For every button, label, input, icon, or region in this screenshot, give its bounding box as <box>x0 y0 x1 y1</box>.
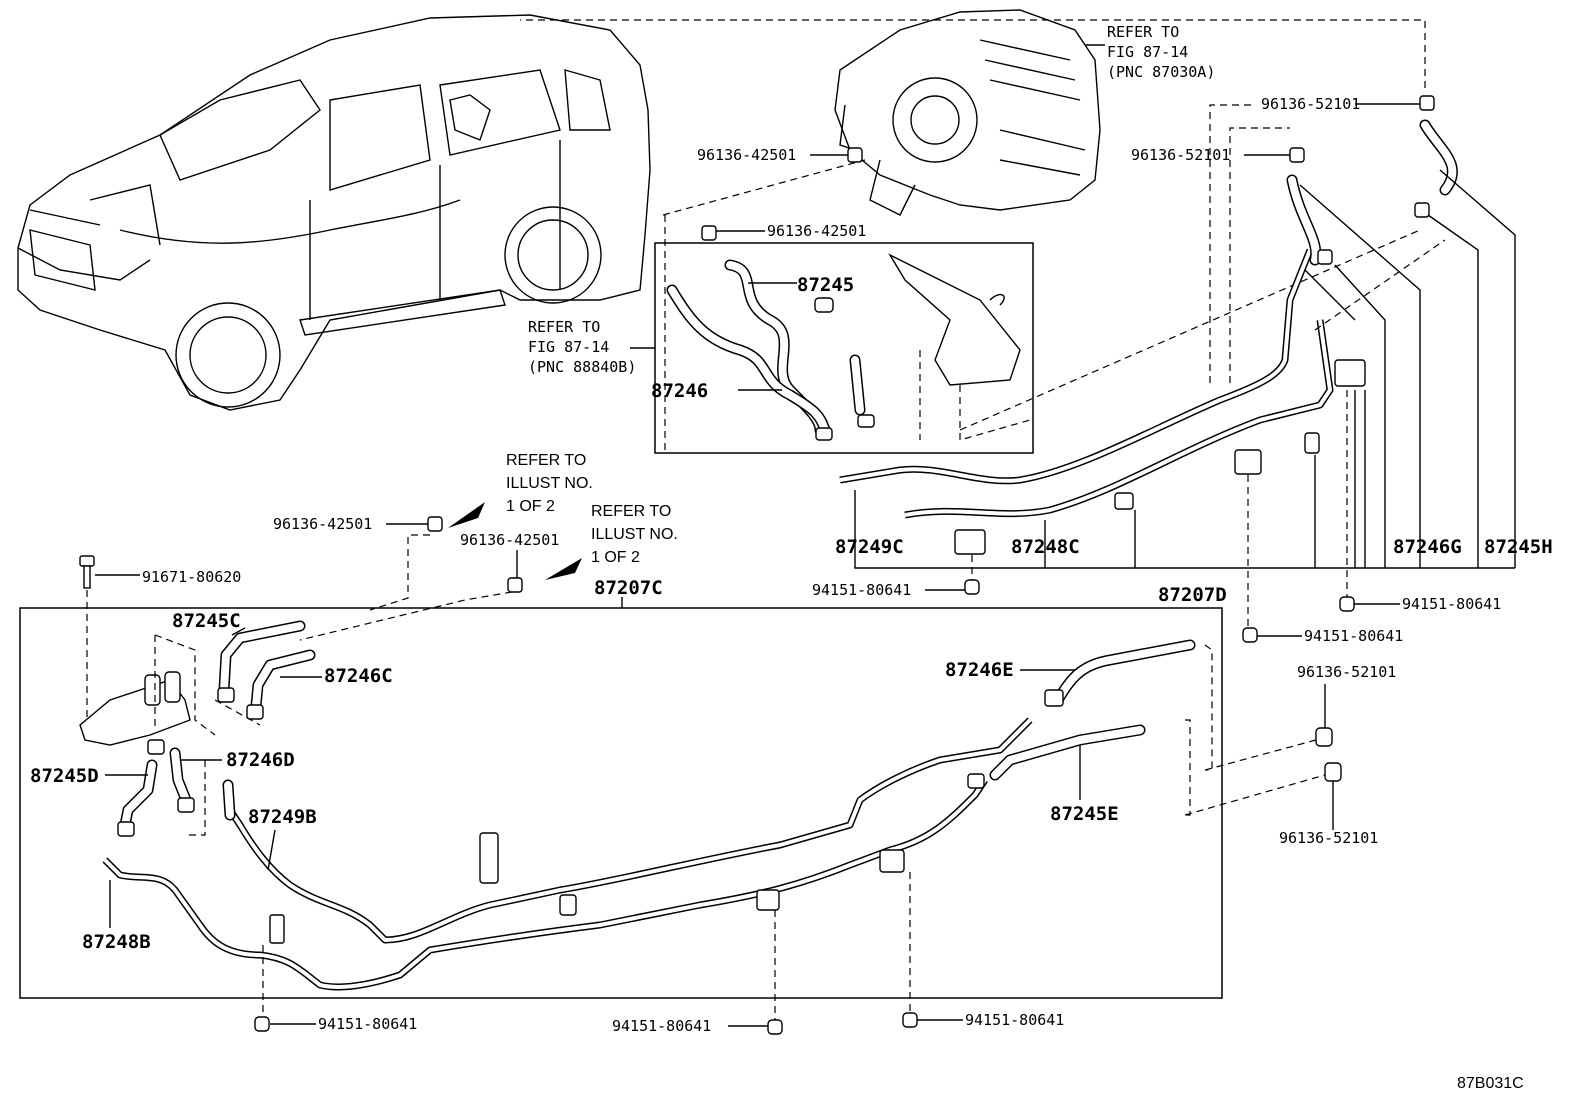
hose-label: 87245 <box>797 274 854 296</box>
hose-label: 87245C <box>172 610 241 632</box>
ref-illust-2: REFER TO ILLUST NO. 1 OF 2 <box>545 503 678 580</box>
ref-line: 1 OF 2 <box>506 498 555 515</box>
hose-label: 87249B <box>248 806 317 828</box>
hose-label: 87246G <box>1393 536 1462 558</box>
clip-label: 96136-42501 <box>767 222 866 240</box>
pipe-87207C-box <box>19 607 1223 999</box>
hose-label: 87249C <box>835 536 904 558</box>
valve-graphic <box>888 253 1021 386</box>
ac-unit-illustration <box>834 9 1101 216</box>
nut-part <box>254 1016 270 1032</box>
hose-label: 87248B <box>82 931 151 953</box>
clip-label: 96136-52101 <box>1279 829 1378 847</box>
clip-part <box>701 225 717 241</box>
clip-part <box>1315 727 1333 747</box>
clip-label: 96136-52101 <box>1261 95 1360 113</box>
bolt-part <box>83 565 91 589</box>
pipe-87207D-graphic <box>839 119 1458 555</box>
nut-label: 94151-80641 <box>612 1017 711 1035</box>
hose-label: 87245H <box>1484 536 1553 558</box>
clip-label: 96136-52101 <box>1131 146 1230 164</box>
guide-dashes <box>299 534 513 641</box>
clip-part <box>427 516 443 532</box>
hose-label: 87245D <box>30 765 99 787</box>
nut-label: 94151-80641 <box>1304 627 1403 645</box>
nut-part <box>1242 627 1258 643</box>
ref-line: FIG 87-14 <box>528 338 609 356</box>
hose-label: 87246C <box>324 665 393 687</box>
bolt-label: 91671-80620 <box>142 568 241 586</box>
clip-part <box>1324 762 1342 782</box>
nut-part <box>902 1012 918 1028</box>
arrow-icon <box>448 502 485 528</box>
guide-dashes <box>1184 644 1326 816</box>
ref-line: REFER TO <box>1107 23 1179 41</box>
hose-label: 87246E <box>945 659 1014 681</box>
guide-dashes <box>154 634 261 836</box>
clip-label: 96136-42501 <box>697 146 796 164</box>
clip-part <box>1419 95 1435 111</box>
nut-part <box>1339 596 1355 612</box>
vehicle-illustration <box>17 14 651 411</box>
guide-dashes <box>520 19 1426 455</box>
hose-label: 87245E <box>1050 803 1119 825</box>
ref-line: ILLUST NO. <box>506 475 593 492</box>
nut-label: 94151-80641 <box>812 581 911 599</box>
leader-tree <box>854 169 1516 569</box>
ref-line: (PNC 87030A) <box>1107 63 1215 81</box>
ref-line: REFER TO <box>528 318 600 336</box>
hose-label: 87248C <box>1011 536 1080 558</box>
nut-part <box>964 579 980 595</box>
ref-line: (PNC 88840B) <box>528 358 636 376</box>
nut-part <box>767 1019 783 1035</box>
hose-label: 87246D <box>226 749 295 771</box>
ref-fig-valve: REFER TO FIG 87-14 (PNC 88840B) <box>528 318 655 376</box>
illustration-code: 87B031C <box>1457 1075 1524 1092</box>
clip-part <box>847 147 863 163</box>
clip-part <box>1289 147 1305 163</box>
arrow-icon <box>545 558 582 580</box>
clip-label: 96136-52101 <box>1297 663 1396 681</box>
ref-line: REFER TO <box>506 452 586 469</box>
pipe-87207C-graphic <box>79 620 1196 991</box>
nut-label: 94151-80641 <box>965 1011 1064 1029</box>
guide-dashes <box>1314 239 1446 331</box>
clip-part <box>507 577 523 593</box>
hose-label: 87246 <box>651 380 708 402</box>
pipe-label: 87207D <box>1158 584 1227 606</box>
bolt-part <box>79 555 95 567</box>
clip-label: 96136-42501 <box>273 515 372 533</box>
ref-line: 1 OF 2 <box>591 549 640 566</box>
nut-label: 94151-80641 <box>1402 595 1501 613</box>
clip-label: 96136-42501 <box>460 531 559 549</box>
pipe-label: 87207C <box>594 577 663 599</box>
valve-bracket-graphic <box>79 679 191 746</box>
ref-line: FIG 87-14 <box>1107 43 1188 61</box>
ref-line: REFER TO <box>591 503 671 520</box>
ref-illust-1: REFER TO ILLUST NO. 1 OF 2 <box>448 452 593 528</box>
ref-line: ILLUST NO. <box>591 526 678 543</box>
nut-label: 94151-80641 <box>318 1015 417 1033</box>
ref-fig-unit: REFER TO FIG 87-14 (PNC 87030A) <box>1085 23 1215 81</box>
